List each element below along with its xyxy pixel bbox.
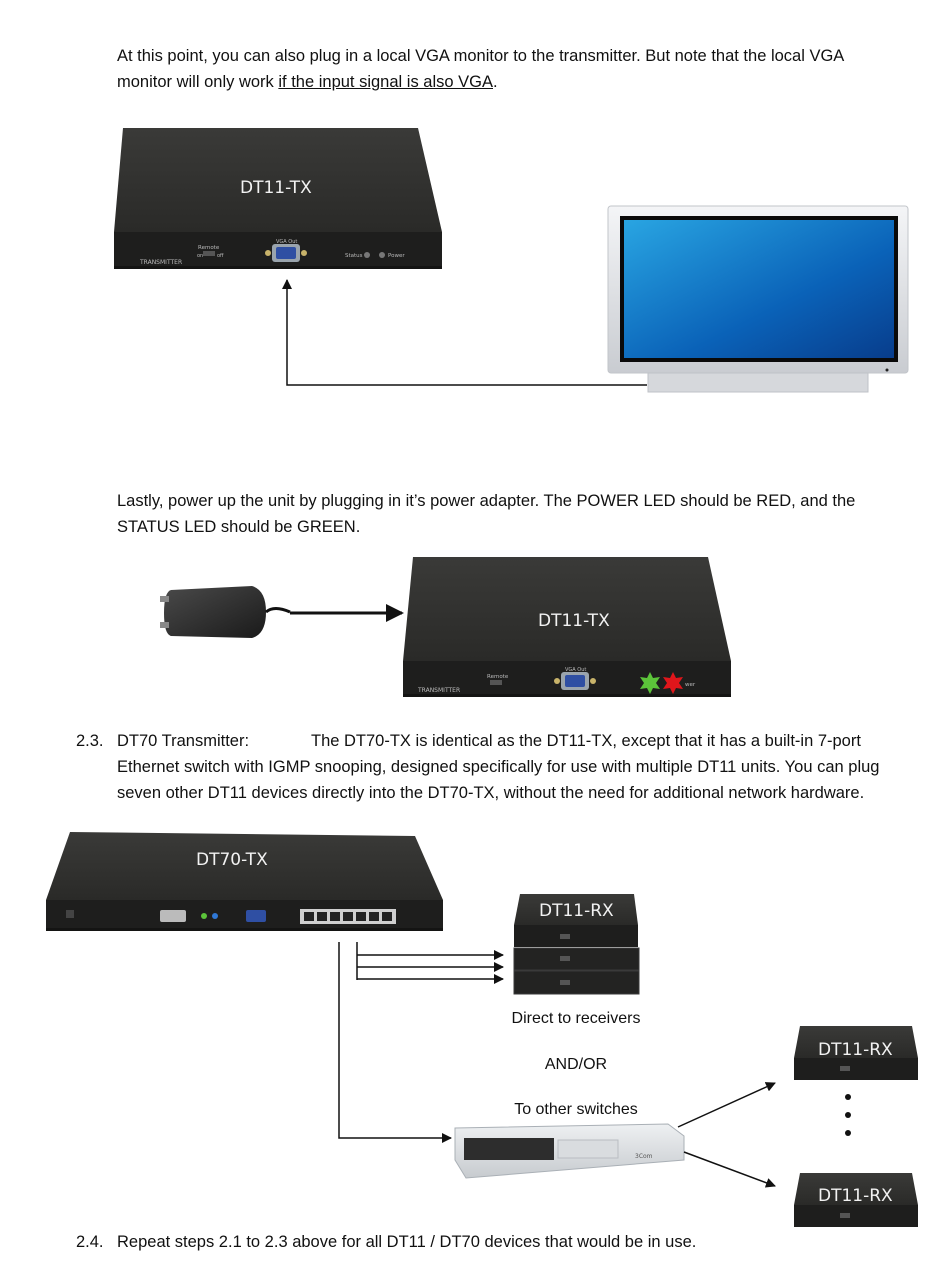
dt11-rx-right-bottom <box>794 1173 918 1227</box>
device-label-dt11-rx: DT11-RX <box>539 901 614 921</box>
paragraph-line: STATUS LED should be GREEN. <box>117 518 361 536</box>
port-label: VGA Out <box>276 239 297 245</box>
paragraph-vga-monitor: At this point, you can also plug in a lo… <box>117 43 844 95</box>
section-title-dt70: DT70 Transmitter: <box>117 732 250 750</box>
power-led-red-icon <box>663 672 683 694</box>
remote-switch-icon <box>490 680 502 685</box>
power-led-icon <box>379 252 385 258</box>
receiver-arrows <box>356 942 504 984</box>
vga-port-icon <box>246 910 266 922</box>
paragraph-line: Lastly, power up the unit by plugging in… <box>117 492 856 510</box>
port-label: VGA Out <box>565 667 586 673</box>
dt11-tx-device-fig1 <box>114 128 442 269</box>
power-label-partial: wer <box>685 682 696 688</box>
paragraph-line: At this point, you can also plug in a lo… <box>117 47 845 65</box>
remote-switch-icon <box>203 251 215 256</box>
switch-arrow <box>338 942 452 1143</box>
switch-label: Remote <box>487 674 509 680</box>
underlined-text: if the input signal is also VGA <box>278 73 493 91</box>
dt11-tx-device-fig2 <box>403 557 731 697</box>
status-label: Status <box>345 253 363 259</box>
switch-label: Remote <box>198 245 220 251</box>
text-run: . <box>493 73 498 91</box>
device-label-dt11-rx: DT11-RX <box>818 1186 893 1206</box>
section-text-line: seven other DT11 devices directly into t… <box>117 784 865 802</box>
ethernet-ports <box>300 909 396 924</box>
dvi-port-icon <box>160 910 186 922</box>
paragraph-line: monitor will only work if the input sign… <box>117 69 844 95</box>
section-number-2-3: 2.3. <box>76 732 104 750</box>
arrow-to-bottom-rx <box>683 1151 776 1188</box>
vga-cable-arrow <box>282 279 647 386</box>
arrow-to-top-rx <box>677 1082 776 1128</box>
vga-monitor <box>607 205 909 393</box>
paragraph-power-up: Lastly, power up the unit by plugging in… <box>117 488 855 540</box>
brand-text: TRANSMITTER <box>417 687 460 694</box>
device-label-dt11-tx: DT11-TX <box>240 178 312 198</box>
switch-on-label: on <box>197 253 203 259</box>
network-switch <box>454 1123 685 1179</box>
power-label: Power <box>388 253 405 259</box>
switch-off-label: off <box>217 253 224 259</box>
switch-ports <box>464 1138 554 1160</box>
device-label-dt11-tx: DT11-TX <box>538 611 610 631</box>
switch-brand: 3Com <box>635 1153 653 1160</box>
dt11-rx-stack <box>513 894 640 995</box>
status-led-green-icon <box>640 672 660 694</box>
more-devices-dots <box>845 1094 851 1136</box>
caption-direct-to-receivers: Direct to receivers <box>511 1010 641 1027</box>
brand-text: TRANSMITTER <box>139 259 182 266</box>
power-adapter <box>160 586 291 638</box>
device-label-dt11-rx: DT11-RX <box>818 1040 893 1060</box>
status-led-icon <box>364 252 370 258</box>
caption-and-or: AND/OR <box>544 1056 608 1073</box>
section-text-repeat: Repeat steps 2.1 to 2.3 above for all DT… <box>117 1233 697 1251</box>
section-number-2-4: 2.4. <box>76 1233 104 1251</box>
text-run: monitor will only work <box>117 73 279 91</box>
dt11-rx-right-top <box>794 1026 918 1080</box>
section-text-line: The DT70-TX is identical as the DT11-TX,… <box>311 732 861 750</box>
device-label-dt70-tx: DT70-TX <box>196 850 268 870</box>
caption-to-other-switches: To other switches <box>514 1101 638 1118</box>
dt70-tx-device <box>46 832 443 931</box>
section-text-line: Ethernet switch with IGMP snooping, desi… <box>117 758 880 776</box>
